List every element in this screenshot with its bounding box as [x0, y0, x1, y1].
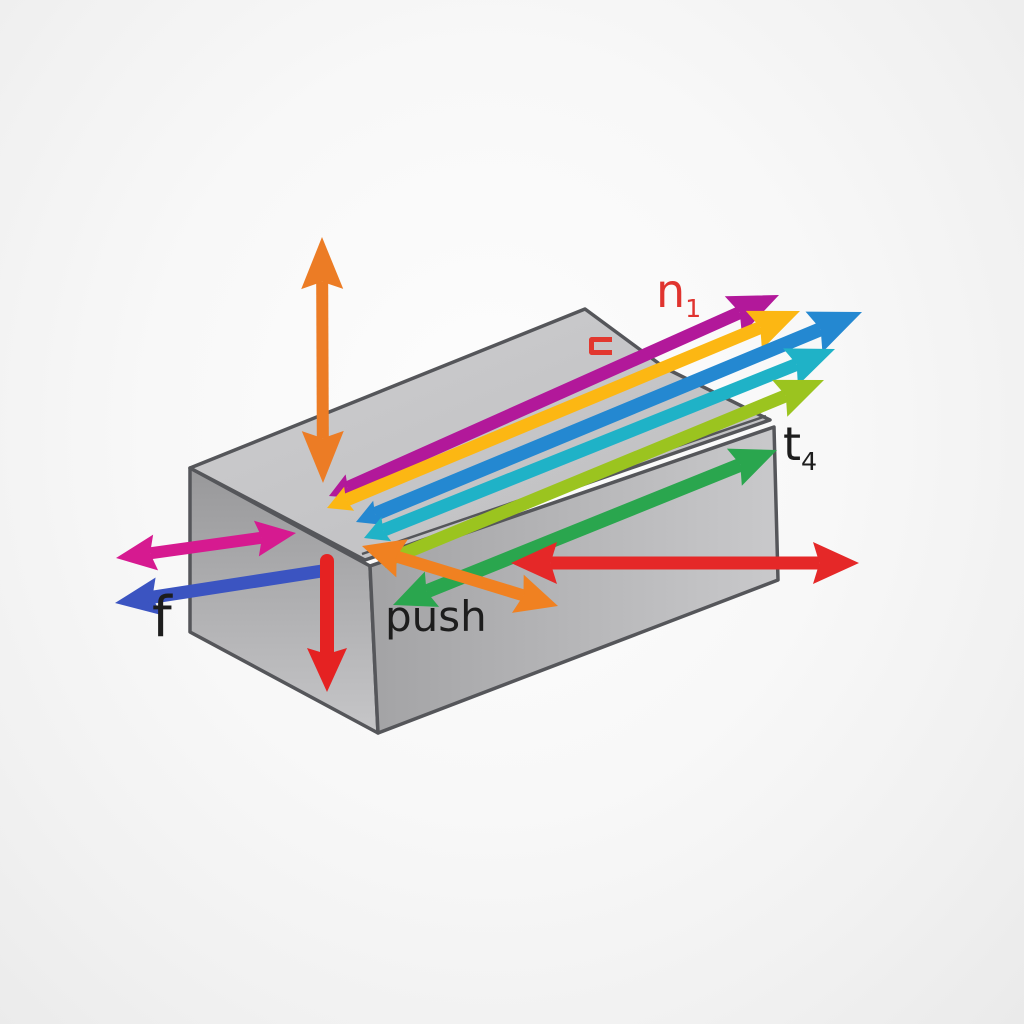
orange-push-arrow	[362, 539, 558, 613]
block-front-face	[368, 425, 780, 735]
lime-diagonal-arrow	[380, 379, 824, 569]
blue-diagonal-arrow	[356, 311, 862, 525]
label-f: f	[152, 585, 172, 650]
yellow-diagonal-arrow	[327, 310, 800, 511]
blue-friction-arrow	[115, 564, 329, 616]
label-push: push	[385, 592, 487, 641]
teal-diagonal-arrow	[364, 348, 835, 542]
vertical-orange-arrow	[301, 237, 344, 483]
red-down-arrow	[307, 554, 347, 692]
label-t4: t4	[783, 417, 818, 477]
magenta-left-arrow	[116, 520, 296, 571]
green-edge-arrow	[393, 448, 777, 607]
red-horizontal-arrow	[511, 542, 859, 584]
label-n1: n1	[656, 264, 702, 324]
subset-icon	[589, 337, 612, 355]
